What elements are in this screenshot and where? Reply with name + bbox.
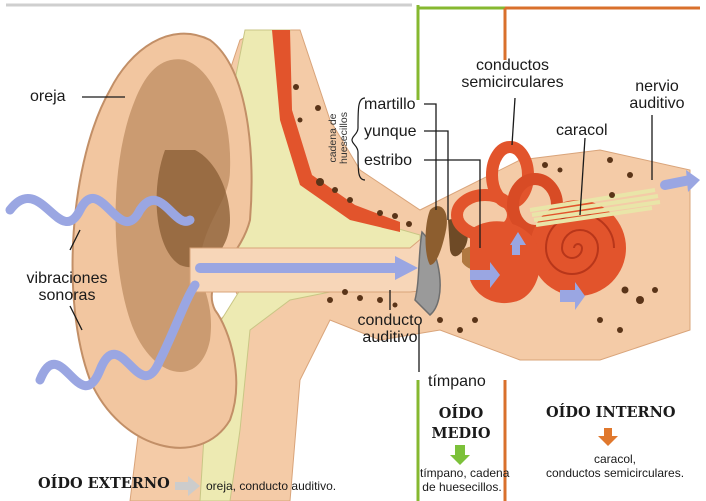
label-timpano: tímpano	[428, 373, 486, 390]
label-conducto-line1: conducto	[345, 312, 435, 329]
label-nervio-line1: nervio	[622, 78, 692, 95]
label-cadena-huesecillos: cadena de huesecillos	[328, 98, 350, 178]
label-conducto-line2: auditivo	[345, 329, 435, 346]
label-nervio-auditivo: nervio auditivo	[622, 78, 692, 112]
section-interno-desc-line1: caracol,	[540, 452, 690, 466]
section-externo-title: OÍDO EXTERNO	[38, 475, 170, 492]
label-conductos-line1: conductos	[450, 57, 575, 74]
auditory-nerve-arrowhead	[686, 170, 700, 192]
label-nervio-line2: auditivo	[622, 95, 692, 112]
label-vibraciones-sonoras: vibraciones sonoras	[12, 270, 122, 304]
label-vibraciones-line2: sonoras	[12, 287, 122, 304]
label-conductos-semicirculares: conductos semicirculares	[450, 57, 575, 91]
label-conductos-line2: semicirculares	[450, 74, 575, 91]
section-externo-desc: oreja, conducto auditivo.	[206, 479, 336, 493]
label-cadena-line2: huesecillos	[339, 98, 350, 178]
label-vibraciones-line1: vibraciones	[12, 270, 122, 287]
section-interno-title: OÍDO INTERNO	[546, 404, 675, 421]
section-interno-desc-line2: conductos semicirculares.	[540, 466, 690, 480]
label-conducto-auditivo: conducto auditivo	[345, 312, 435, 346]
section-medio-title: OÍDO MEDIO	[420, 404, 502, 444]
section-interno-desc: caracol, conductos semicirculares.	[540, 452, 690, 480]
section-medio-title-line2: MEDIO	[420, 424, 502, 444]
interno-arrow	[598, 428, 618, 446]
medio-arrow	[450, 445, 470, 465]
label-estribo: estribo	[364, 152, 412, 169]
auditory-nerve-arrow	[665, 180, 690, 185]
section-medio-desc-line2: de huesecillos.	[420, 480, 504, 494]
section-medio-desc: tímpano, cadena de huesecillos.	[420, 466, 504, 494]
label-yunque: yunque	[364, 123, 417, 140]
label-oreja: oreja	[30, 88, 66, 105]
section-medio-desc-line1: tímpano, cadena	[420, 466, 504, 480]
label-caracol: caracol	[556, 122, 608, 139]
section-medio-title-line1: OÍDO	[420, 404, 502, 424]
label-martillo: martillo	[364, 96, 416, 113]
